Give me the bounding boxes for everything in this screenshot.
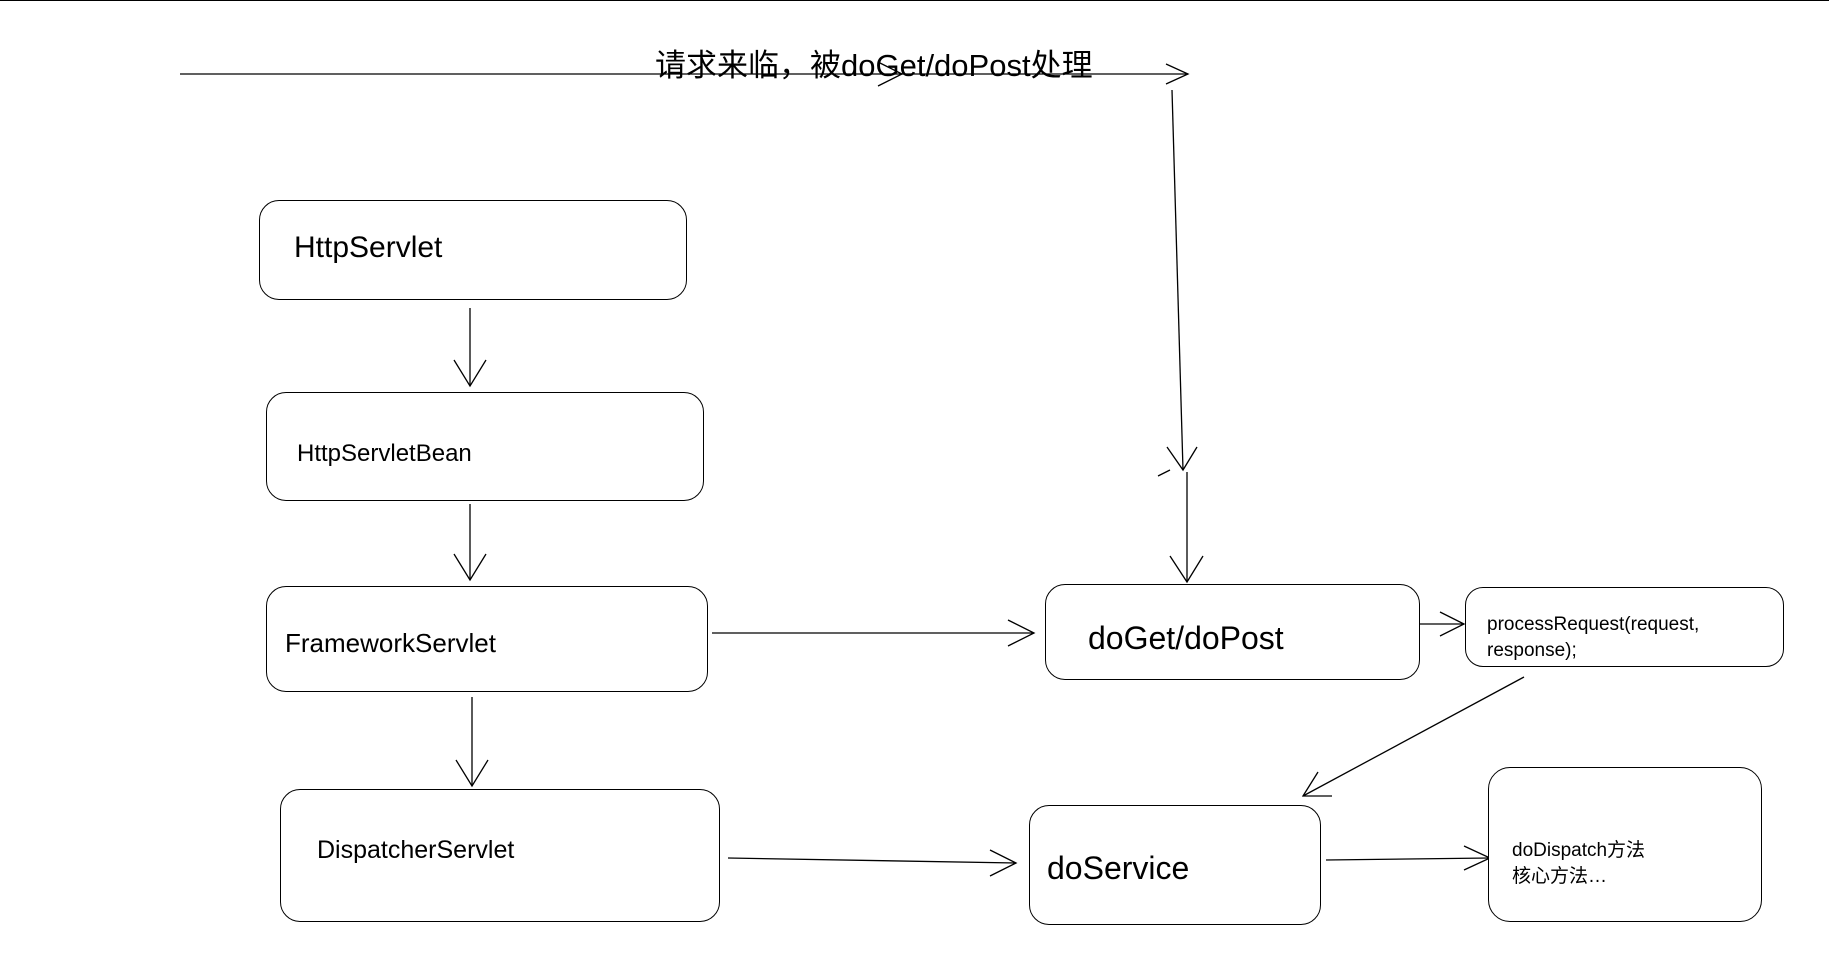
request-caption: 请求来临，被doGet/doPost处理	[655, 48, 1093, 83]
node-processrequest-label: processRequest(request, response);	[1487, 612, 1699, 663]
node-dodispatch: doDispatch方法 核心方法…	[1488, 767, 1762, 922]
dodispatch-line-1: doDispatch方法	[1512, 840, 1646, 861]
arrow-dispatcher-to-doservice	[727, 857, 1017, 864]
node-frameworkservlet: FrameworkServlet	[266, 586, 708, 692]
node-processrequest: processRequest(request, response);	[1465, 587, 1784, 667]
request-down-line	[1171, 89, 1184, 471]
arrow-processrequest-to-doservice	[1302, 676, 1525, 797]
arrowhead-httpservlet-to-bean	[453, 359, 487, 388]
arrow-doservice-to-dodispatch	[1325, 857, 1491, 861]
node-httpservlet-label: HttpServlet	[294, 231, 443, 264]
top-border-line	[0, 0, 1829, 1]
node-doservice: doService	[1029, 805, 1321, 925]
node-httpservletbean: HttpServletBean	[266, 392, 704, 501]
arrowhead-processrequest-to-doservice	[1301, 771, 1332, 797]
arrowhead-framework-to-dispatcher	[455, 759, 489, 788]
sketch-tick	[1157, 469, 1171, 477]
request-end-arrowhead	[1165, 63, 1190, 85]
request-down-arrowhead-2	[1169, 555, 1204, 584]
node-doget-dopost: doGet/doPost	[1045, 584, 1420, 680]
node-dispatcherservlet-label: DispatcherServlet	[317, 836, 515, 864]
arrowhead-doget-to-processrequest	[1439, 611, 1466, 637]
node-httpservletbean-label: HttpServletBean	[297, 440, 472, 467]
node-doservice-label: doService	[1047, 850, 1190, 886]
node-frameworkservlet-label: FrameworkServlet	[285, 628, 496, 658]
node-doget-dopost-label: doGet/doPost	[1088, 620, 1284, 656]
arrowhead-framework-to-doget	[1007, 619, 1036, 647]
node-dodispatch-label: doDispatch方法 核心方法…	[1512, 838, 1645, 889]
processrequest-line-2: response);	[1487, 639, 1577, 661]
request-down-arrowhead-1	[1166, 446, 1198, 472]
request-mid-arrowhead	[877, 61, 904, 87]
processrequest-line-1: processRequest(request,	[1487, 614, 1700, 635]
arrowhead-bean-to-framework	[453, 553, 487, 582]
node-dispatcherservlet: DispatcherServlet	[280, 789, 720, 922]
dodispatch-line-2: 核心方法…	[1512, 865, 1608, 887]
node-httpservlet: HttpServlet	[259, 200, 687, 300]
arrowhead-dispatcher-to-doservice	[989, 849, 1018, 877]
